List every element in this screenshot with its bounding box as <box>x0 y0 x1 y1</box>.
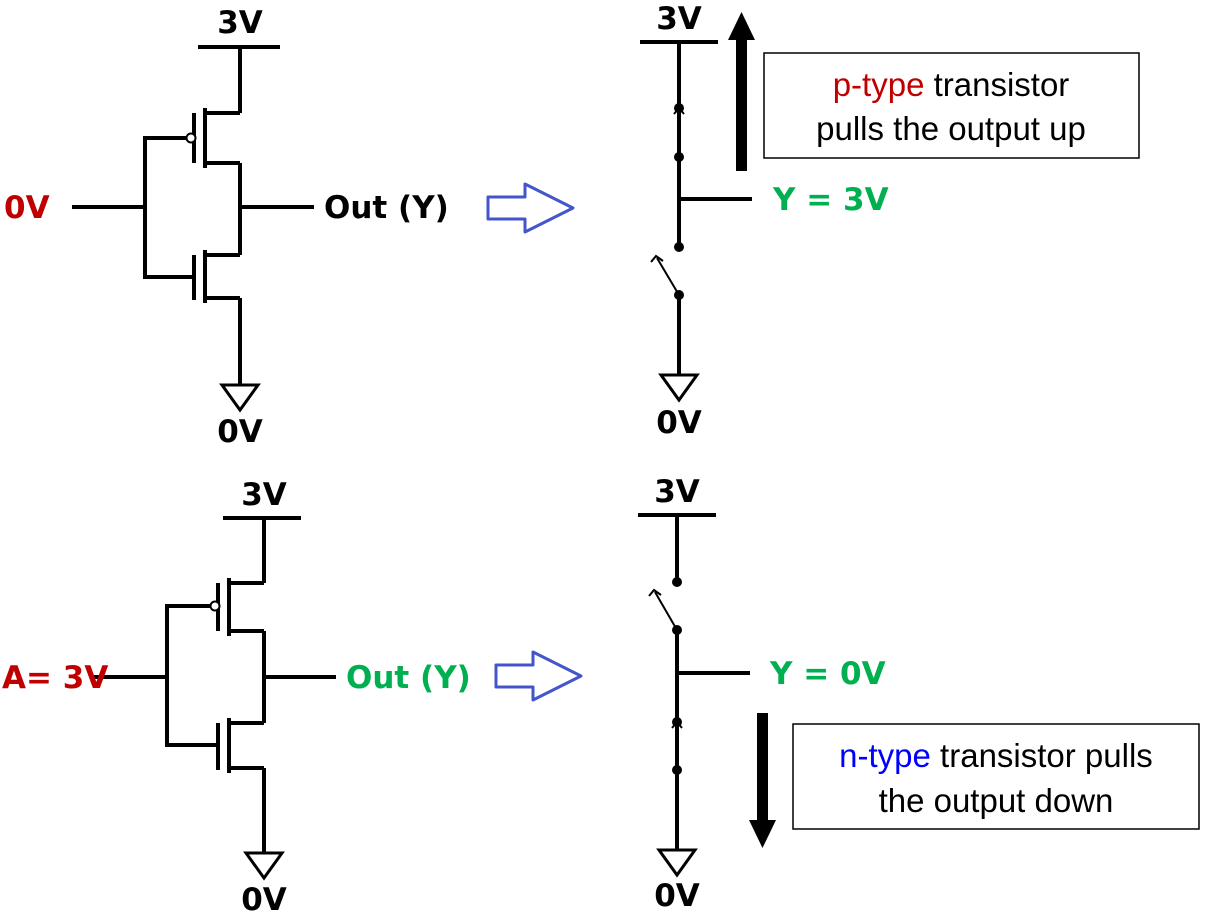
pull-down-arrow-icon <box>749 820 776 848</box>
bottom-switch-contact-2 <box>672 625 682 635</box>
top-note-line1: p-type transistor <box>833 66 1070 103</box>
bottom-note-box <box>792 723 1200 830</box>
bottom-switch-contact-3 <box>672 717 682 727</box>
top-switch-ground-symbol <box>658 373 700 403</box>
top-input-label: 0V <box>4 190 50 226</box>
bottom-note-line1: n-type transistor pulls <box>839 737 1153 774</box>
top-switch-contact-4 <box>674 290 684 300</box>
bottom-switch-output-label: Y = 0V <box>769 656 886 692</box>
bottom-vdd-label: 3V <box>241 477 287 513</box>
bottom-switch-blade-tip <box>648 588 662 597</box>
top-ground-symbol <box>219 383 261 413</box>
top-gate-bus <box>143 136 194 279</box>
top-pmos-bubble <box>185 132 197 144</box>
top-note-line2: pulls the output up <box>816 110 1086 147</box>
bottom-note-highlight: n-type <box>839 737 931 774</box>
bottom-note-line1-rest: transistor pulls <box>931 737 1153 774</box>
pull-up-arrow-icon <box>728 12 755 40</box>
top-note-highlight: p-type <box>833 66 925 103</box>
bottom-switch-model <box>638 513 750 878</box>
bottom-switch-contact-4 <box>672 765 682 775</box>
bottom-gnd-label: 0V <box>241 882 287 918</box>
top-arrow-icon <box>486 182 575 234</box>
pull-down-arrow-shaft <box>757 713 768 823</box>
top-inverter-circuit <box>72 45 314 413</box>
top-gnd-label: 0V <box>217 414 263 450</box>
bottom-switch-vdd-label: 3V <box>654 474 700 510</box>
pull-up-arrow-shaft <box>736 36 747 171</box>
top-switch-blade-tip <box>650 254 664 263</box>
bottom-switch-ground-symbol <box>656 848 698 878</box>
top-output-label: Out (Y) <box>324 190 449 226</box>
bottom-output-label: Out (Y) <box>346 660 471 696</box>
bottom-ground-symbol <box>243 851 285 881</box>
bottom-input-label: A= 3V <box>2 660 108 696</box>
bottom-switch-open-blade <box>654 591 678 631</box>
top-switch-gnd-label: 0V <box>656 405 702 441</box>
bottom-pmos-bubble <box>209 600 221 612</box>
top-note-box <box>763 52 1140 159</box>
top-switch-contact-2 <box>674 152 684 162</box>
top-switch-model <box>640 40 752 403</box>
bottom-gate-bus <box>165 604 218 747</box>
bottom-switch-contact-1 <box>672 577 682 587</box>
top-switch-contact-3 <box>674 242 684 252</box>
bottom-note-line2: the output down <box>879 782 1114 819</box>
bottom-inverter-circuit <box>94 516 336 881</box>
bottom-arrow-icon <box>494 650 583 702</box>
top-vdd-label: 3V <box>217 5 263 41</box>
bottom-switch-gnd-label: 0V <box>654 878 700 914</box>
top-note-line1-rest: transistor <box>924 66 1069 103</box>
top-switch-vdd-label: 3V <box>656 1 702 37</box>
top-switch-contact-1 <box>674 103 684 113</box>
top-switch-open-blade <box>656 257 680 296</box>
top-switch-output-label: Y = 3V <box>772 182 889 218</box>
